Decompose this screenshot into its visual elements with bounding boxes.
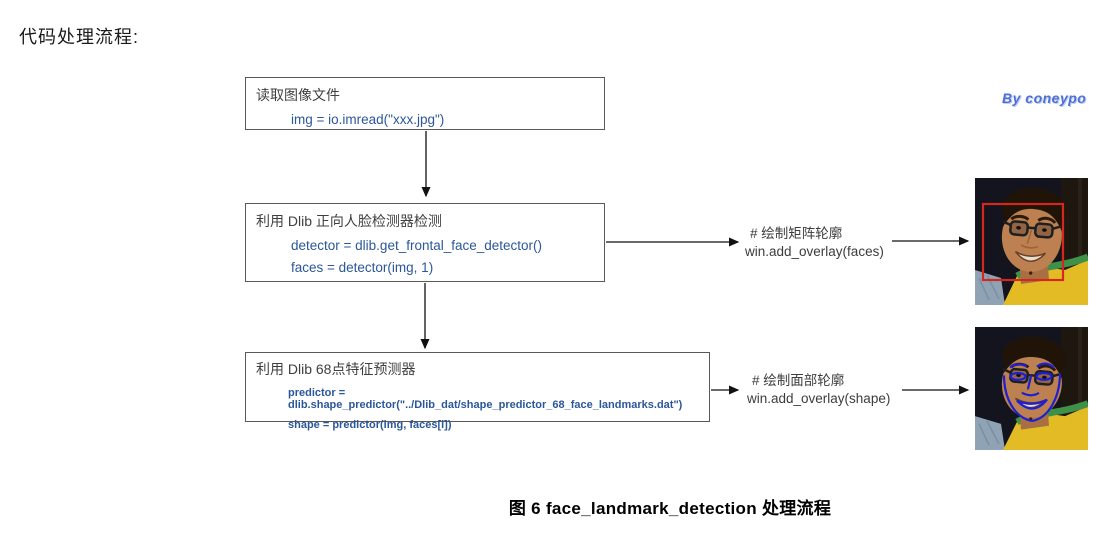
annotation-comment: # 绘制矩阵轮廓 xyxy=(750,226,843,241)
page-heading: 代码处理流程: xyxy=(19,27,140,47)
box-title: 利用 Dlib 正向人脸检测器检测 xyxy=(256,213,442,229)
box-title: 利用 Dlib 68点特征预测器 xyxy=(256,361,416,377)
code-line: faces = detector(img, 1) xyxy=(291,260,434,275)
figure-caption: 图 6 face_landmark_detection 处理流程 xyxy=(508,499,832,518)
blue-landmarks-overlay xyxy=(1002,362,1062,423)
annotation-comment: # 绘制面部轮廓 xyxy=(752,373,845,388)
annotation-code: win.add_overlay(shape) xyxy=(747,390,891,406)
flow-box-read-image: 读取图像文件 img = io.imread("xxx.jpg") xyxy=(245,77,605,130)
annotation-draw-face-contour: # 绘制面部轮廓 win.add_overlay(shape) xyxy=(747,372,890,407)
box-title: 读取图像文件 xyxy=(256,87,340,103)
flow-box-face-detector: 利用 Dlib 正向人脸检测器检测 detector = dlib.get_fr… xyxy=(245,203,605,282)
author-watermark: By coneypo xyxy=(1002,90,1087,106)
code-line: img = io.imread("xxx.jpg") xyxy=(291,112,445,127)
red-rectangle-overlay xyxy=(981,202,1065,282)
flow-box-landmark-predictor: 利用 Dlib 68点特征预测器 predictor = dlib.shape_… xyxy=(245,352,710,431)
code-line: predictor = dlib.shape_predictor("../Dli… xyxy=(288,387,683,411)
face-photo-with-landmarks xyxy=(975,327,1088,450)
face-detection-result-image xyxy=(975,178,1088,305)
annotation-draw-rectangle: # 绘制矩阵轮廓 win.add_overlay(faces) xyxy=(745,225,884,260)
annotation-code: win.add_overlay(faces) xyxy=(745,243,884,259)
face-landmarks-result-image xyxy=(975,327,1088,450)
code-line: detector = dlib.get_frontal_face_detecto… xyxy=(291,238,543,253)
face-photo-with-rectangle xyxy=(975,178,1088,305)
code-line: shape = predictor(img, faces[i]) xyxy=(288,419,452,431)
